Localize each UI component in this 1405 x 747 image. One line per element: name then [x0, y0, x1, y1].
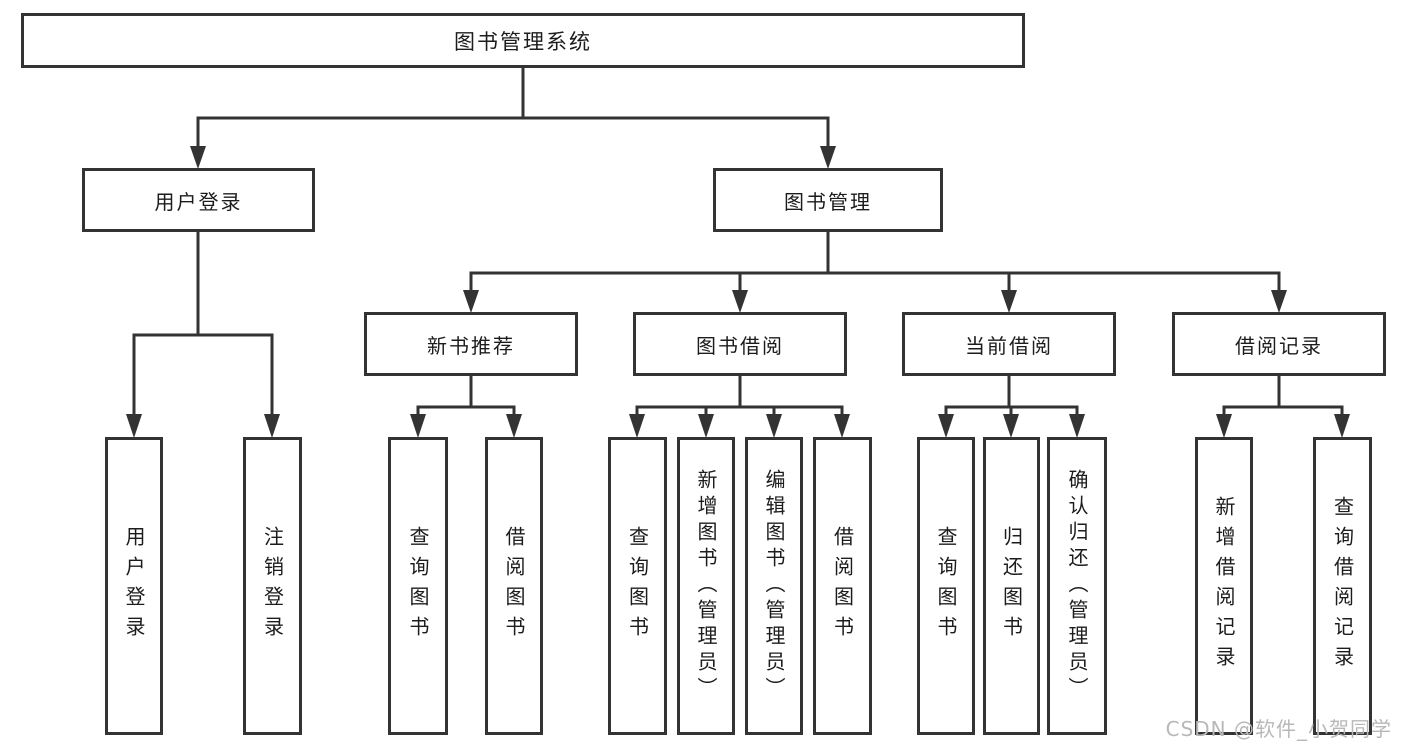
- leaf-confirm-return-admin: 确认归还（管理员）: [1047, 437, 1107, 735]
- leaf-label: 编辑图书（管理员）: [762, 469, 786, 703]
- node-user-login: 用户登录: [82, 168, 315, 232]
- arrow-down-icon: [732, 290, 748, 313]
- leaf-label: 查询借阅记录: [1330, 496, 1355, 676]
- leaf-add-book-admin: 新增图书（管理员）: [677, 437, 735, 735]
- leaf-label: 确认归还（管理员）: [1065, 469, 1089, 703]
- leaf-query-book-recommend: 查询图书: [388, 437, 448, 735]
- leaf-borrow-book-recommend: 借阅图书: [485, 437, 543, 735]
- leaf-add-borrow-record: 新增借阅记录: [1195, 437, 1253, 735]
- leaf-label: 归还图书: [999, 526, 1024, 646]
- arrow-down-icon: [820, 146, 836, 169]
- node-book-borrow: 图书借阅: [633, 312, 847, 376]
- arrow-down-icon: [938, 414, 954, 438]
- arrow-down-icon: [1003, 414, 1019, 438]
- arrow-down-icon: [698, 414, 714, 438]
- node-current-borrow: 当前借阅: [902, 312, 1116, 376]
- leaf-label: 借阅图书: [502, 526, 526, 646]
- arrow-down-icon: [1334, 414, 1350, 438]
- arrow-down-icon: [1271, 290, 1287, 313]
- node-root-system: 图书管理系统: [21, 13, 1025, 68]
- arrow-down-icon: [506, 414, 522, 438]
- arrow-down-icon: [463, 290, 479, 313]
- leaf-label: 借阅图书: [830, 526, 855, 646]
- csdn-watermark: CSDN @软件_小贺同学: [1165, 717, 1392, 741]
- node-borrow-records: 借阅记录: [1172, 312, 1386, 376]
- leaf-label: 查询图书: [625, 526, 650, 646]
- leaf-label: 用户登录: [122, 526, 146, 646]
- arrow-down-icon: [1001, 290, 1017, 313]
- arrow-down-icon: [834, 414, 850, 438]
- arrow-down-icon: [1069, 414, 1085, 438]
- leaf-label: 注销登录: [260, 526, 285, 646]
- arrow-down-icon: [1216, 414, 1232, 438]
- leaf-logout-login: 注销登录: [243, 437, 302, 735]
- leaf-query-book-current: 查询图书: [917, 437, 975, 735]
- leaf-label: 新增借阅记录: [1212, 496, 1236, 676]
- arrow-down-icon: [264, 414, 280, 438]
- leaf-return-book: 归还图书: [983, 437, 1040, 735]
- arrow-down-icon: [126, 414, 142, 438]
- arrow-down-icon: [766, 414, 782, 438]
- leaf-label: 查询图书: [406, 526, 430, 646]
- arrow-down-icon: [410, 414, 426, 438]
- node-new-book-recommend: 新书推荐: [364, 312, 578, 376]
- arrow-down-icon: [629, 414, 645, 438]
- leaf-label: 查询图书: [934, 526, 958, 646]
- leaf-query-borrow-record: 查询借阅记录: [1313, 437, 1372, 735]
- leaf-borrow-book: 借阅图书: [813, 437, 872, 735]
- leaf-label: 新增图书（管理员）: [694, 469, 718, 703]
- leaf-edit-book-admin: 编辑图书（管理员）: [745, 437, 803, 735]
- leaf-user-login: 用户登录: [105, 437, 163, 735]
- node-book-management: 图书管理: [713, 168, 943, 232]
- leaf-query-book-borrow: 查询图书: [608, 437, 667, 735]
- arrow-down-icon: [190, 146, 206, 169]
